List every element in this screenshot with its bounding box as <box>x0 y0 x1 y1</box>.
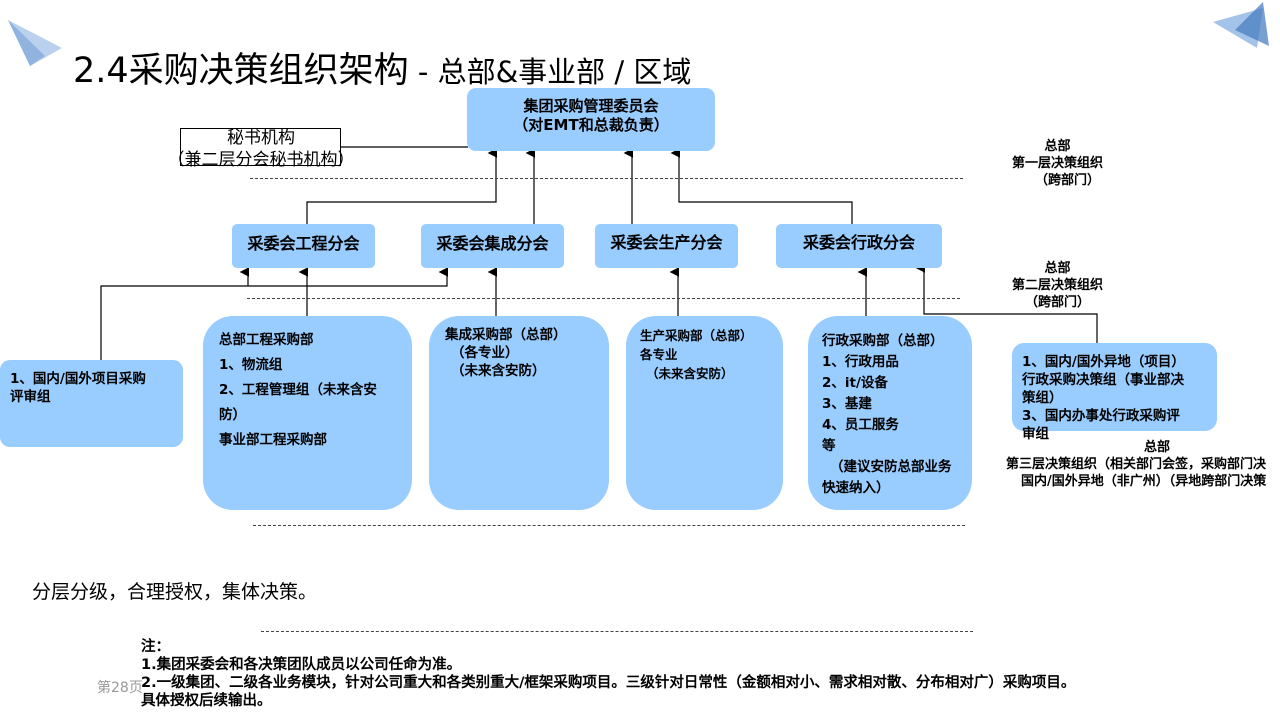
divider-notes <box>261 631 973 632</box>
arrow-engineering-to-top <box>306 148 498 224</box>
arrow-admin-to-top <box>670 148 853 224</box>
branch-engineering: 采委会工程分会 <box>232 224 375 268</box>
corner-decoration-left <box>8 20 62 66</box>
integration-procurement-dept: 集成采购部（总部） （各专业） （未来含安防） <box>429 316 609 510</box>
page-number: 第28页 <box>97 680 143 696</box>
arrow-remote-to-admin <box>915 263 1098 343</box>
arrow-review-to-integration <box>100 267 449 362</box>
level-2-label: 总部 第二层决策组织 （跨部门） <box>1011 261 1103 310</box>
branch-integration: 采委会集成分会 <box>421 224 564 268</box>
slogan: 分层分级，合理授权，集体决策。 <box>32 581 318 603</box>
production-procurement-dept: 生产采购部（总部） 各专业 （未来含安防） <box>626 316 783 510</box>
divider-level-2 <box>247 298 960 299</box>
remote-admin-decision-group: 1、国内/国外异地（项目） 行政采购决策组（事业部决 策组） 3、国内办事处行政… <box>1012 343 1217 442</box>
engineering-procurement-dept: 总部工程采购部 1、物流组 2、工程管理组（未来含安 防） 事业部工程采购部 <box>203 316 412 510</box>
divider-level-3 <box>253 525 965 526</box>
notes: 注： 1.集团采委会和各决策团队成员以公司任命为准。 2.一级集团、二级各业务模… <box>141 639 1076 709</box>
project-review-group: 1、国内/国外项目采购 评审组 <box>0 360 183 447</box>
group-procurement-committee: 集团采购管理委员会 （对EMT和总裁负责） <box>467 88 715 151</box>
page-title: 2.4采购决策组织架构 - 总部&事业部 / 区域 <box>73 51 692 91</box>
level-1-label: 总部 第一层决策组织 （跨部门） <box>1011 139 1103 188</box>
divider-level-1 <box>250 178 963 179</box>
secretary-label: 秘书机构 （兼二层分会秘书机构） <box>167 128 355 170</box>
branch-admin: 采委会行政分会 <box>776 224 942 268</box>
branch-production: 采委会生产分会 <box>595 224 738 268</box>
corner-decoration-right <box>1213 2 1269 48</box>
level-3-label: 总部 第三层决策组织（相关部门会签，采购部门决 国内/国外异地（非广州）（异地跨… <box>1006 440 1267 489</box>
admin-procurement-dept: 行政采购部（总部） 1、行政用品 2、it/设备 3、基建 4、员工服务 等 （… <box>808 316 972 510</box>
secretary-box <box>180 128 341 166</box>
